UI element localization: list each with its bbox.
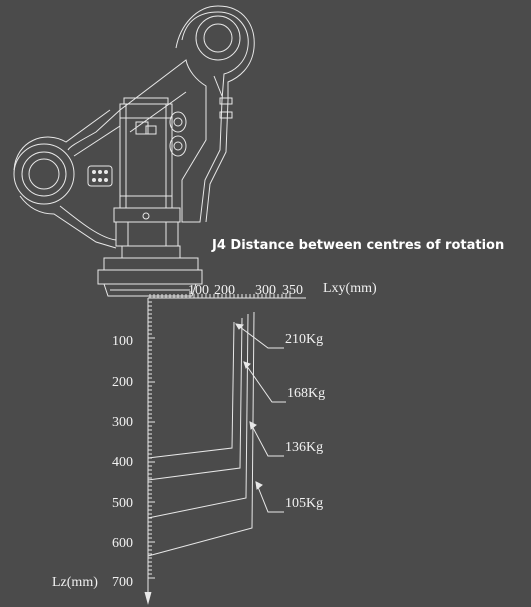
lz-axis-arrow [144,591,152,605]
leader-168kg [243,361,286,403]
z-axis-label: Lz(mm) [52,575,98,590]
load-label-105kg: 105Kg [285,496,323,511]
x-tick-350: 350 [282,283,303,298]
load-curve-168kg [147,317,243,481]
x-tick-300: 300 [255,283,276,298]
z-tick-700: 700 [112,575,133,590]
z-tick-200: 200 [112,375,133,390]
load-curve-210kg [147,321,235,459]
z-tick-400: 400 [112,455,133,470]
z-tick-300: 300 [112,415,133,430]
load-label-136kg: 136Kg [285,440,323,455]
leader-136kg [249,421,284,457]
diagram-title: J4 Distance between centres of rotation [212,238,505,253]
load-curves [147,311,255,557]
z-tick-500: 500 [112,496,133,511]
leader-lines [235,323,286,513]
x-axis-label: Lxy(mm) [323,281,377,296]
robot-wrist-illustration [13,5,255,297]
leader-105kg [255,481,284,513]
x-tick-200: 200 [214,283,235,298]
x-tick-100: 100 [188,283,209,298]
leader-210kg [235,323,284,349]
z-tick-600: 600 [112,536,133,551]
lz-axis [144,298,155,605]
load-curve-136kg [147,313,249,519]
z-tick-100: 100 [112,334,133,349]
load-label-210kg: 210Kg [285,332,323,347]
lxy-axis-ticks [149,291,291,298]
load-curve-105kg [147,311,255,557]
load-label-168kg: 168Kg [287,386,325,401]
lz-axis-ticks [148,301,155,579]
lxy-axis [148,291,306,299]
